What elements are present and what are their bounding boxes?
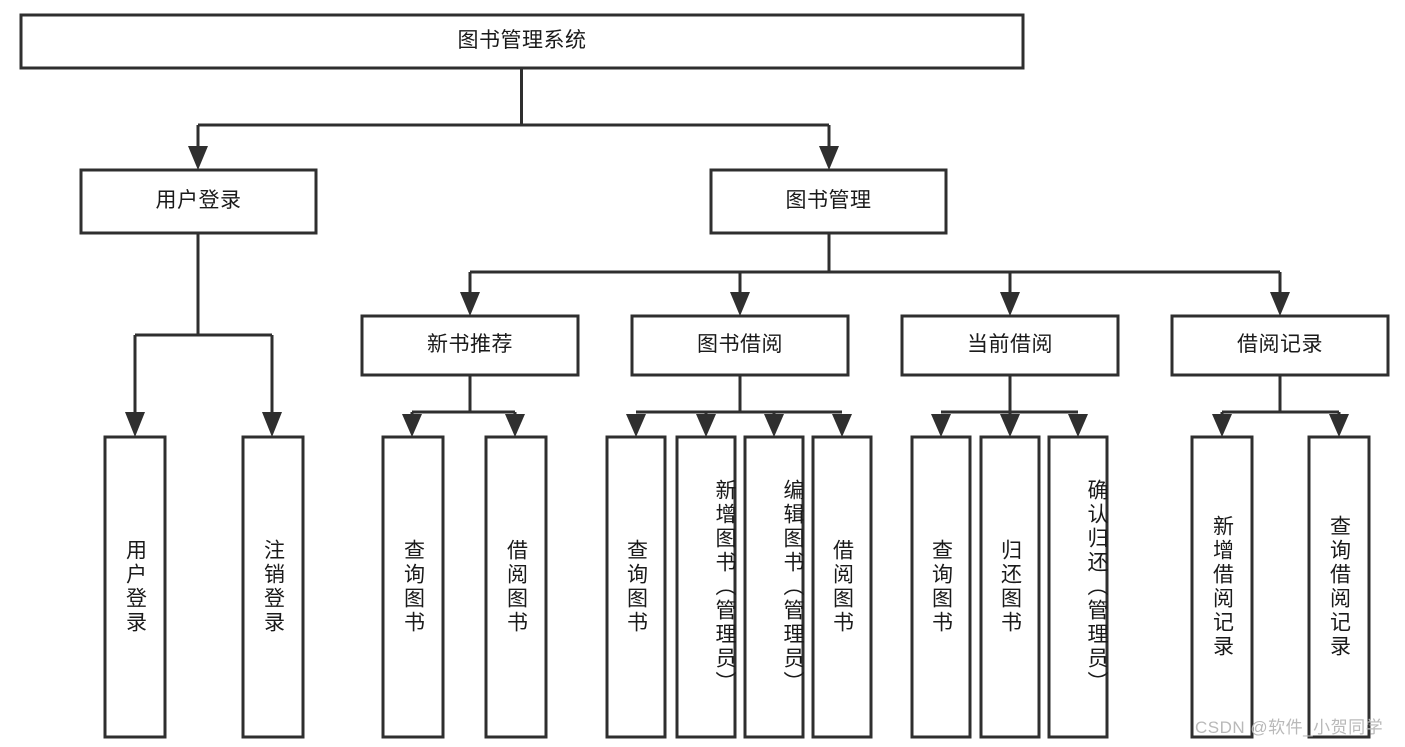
node-box-leaf-add-book[interactable] xyxy=(675,435,737,739)
connector-group-new-book-recommend xyxy=(402,375,525,437)
connector-group-book-management xyxy=(460,233,1290,316)
node-box-leaf-edit-book[interactable] xyxy=(743,435,805,739)
arrowhead-leaf-logout-login xyxy=(262,412,282,437)
watermark-text: CSDN @软件_小贺同学 xyxy=(1195,718,1384,737)
node-box-leaf-query-book-1[interactable] xyxy=(381,435,445,739)
node-box-leaf-add-record[interactable] xyxy=(1190,435,1254,739)
node-box-leaf-confirm-return[interactable] xyxy=(1047,435,1109,739)
node-box-current-borrow[interactable] xyxy=(900,314,1120,377)
node-box-root[interactable] xyxy=(19,13,1025,70)
arrowhead-leaf-user-login xyxy=(125,412,145,437)
arrowhead-borrow-record xyxy=(1270,292,1290,316)
node-box-leaf-user-login[interactable] xyxy=(103,435,167,739)
arrowhead-leaf-add-book xyxy=(696,414,716,437)
arrowhead-leaf-query-book-2 xyxy=(626,414,646,437)
arrowhead-book-borrow xyxy=(730,292,750,316)
node-box-leaf-query-book-3[interactable] xyxy=(910,435,972,739)
node-box-leaf-query-book-2[interactable] xyxy=(605,435,667,739)
connector-group-current-borrow xyxy=(931,375,1088,437)
connector-group-book-borrow xyxy=(626,375,852,437)
arrowhead-leaf-add-record xyxy=(1212,414,1232,437)
connector-group-borrow-record xyxy=(1212,375,1349,437)
node-box-book-borrow[interactable] xyxy=(630,314,850,377)
connector-group-user-login xyxy=(125,233,282,437)
node-box-leaf-borrow-book-1[interactable] xyxy=(484,435,548,739)
arrowhead-leaf-confirm-return xyxy=(1068,414,1088,437)
arrowhead-current-borrow xyxy=(1000,292,1020,316)
node-box-leaf-borrow-book-2[interactable] xyxy=(811,435,873,739)
node-box-book-management[interactable] xyxy=(709,168,948,235)
arrowhead-new-book-recommend xyxy=(460,292,480,316)
arrowhead-leaf-edit-book xyxy=(764,414,784,437)
arrowhead-leaf-return-book xyxy=(1000,414,1020,437)
node-box-leaf-query-record[interactable] xyxy=(1307,435,1371,739)
arrowhead-user-login xyxy=(188,146,208,170)
arrowhead-leaf-query-book-3 xyxy=(931,414,951,437)
node-box-borrow-record[interactable] xyxy=(1170,314,1390,377)
node-box-leaf-logout-login[interactable] xyxy=(241,435,305,739)
arrowhead-leaf-query-record xyxy=(1329,414,1349,437)
arrowhead-leaf-query-book-1 xyxy=(402,414,422,437)
arrowhead-leaf-borrow-book-2 xyxy=(832,414,852,437)
arrowhead-leaf-borrow-book-1 xyxy=(505,414,525,437)
node-box-user-login[interactable] xyxy=(79,168,318,235)
node-box-leaf-return-book[interactable] xyxy=(979,435,1041,739)
node-box-new-book-recommend[interactable] xyxy=(360,314,580,377)
arrowhead-book-management xyxy=(819,146,839,170)
connector-group-root xyxy=(188,68,839,170)
